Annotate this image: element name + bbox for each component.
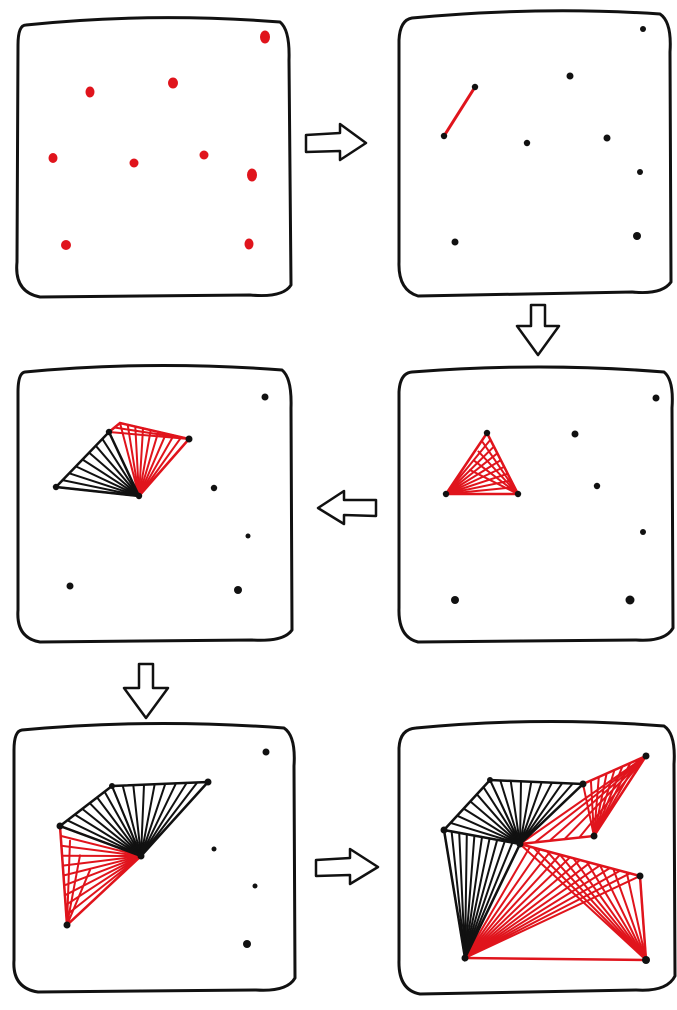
point: [643, 753, 650, 760]
panel-frame-5: [14, 723, 295, 992]
point: [61, 240, 71, 250]
point: [637, 169, 643, 175]
panel-6: [441, 753, 651, 965]
panel-2: [441, 26, 646, 246]
panel-4: [443, 395, 660, 605]
point: [109, 783, 115, 789]
point: [67, 583, 74, 590]
point: [168, 78, 178, 89]
point: [653, 395, 660, 402]
edge: [444, 87, 475, 136]
panel-1-points: [49, 31, 271, 251]
point: [253, 884, 258, 889]
point: [580, 781, 587, 788]
point: [591, 833, 598, 840]
point: [637, 873, 644, 880]
point: [205, 779, 212, 786]
point: [626, 596, 635, 605]
point: [243, 940, 251, 948]
hatch-stroke: [89, 453, 139, 496]
point: [246, 534, 251, 539]
panel-frame-2: [399, 11, 671, 296]
point: [260, 31, 270, 44]
point: [57, 823, 64, 830]
point: [517, 841, 524, 848]
point: [247, 169, 257, 182]
point: [451, 596, 459, 604]
point: [572, 431, 579, 438]
point: [245, 239, 254, 250]
point: [633, 232, 641, 240]
point: [642, 956, 650, 964]
point: [200, 151, 209, 160]
point: [86, 87, 95, 98]
point: [64, 922, 71, 929]
point: [604, 135, 611, 142]
hatch-stroke: [141, 783, 176, 856]
point: [49, 153, 58, 163]
point: [53, 484, 59, 490]
point: [452, 239, 459, 246]
hatch-stroke: [465, 876, 640, 958]
point: [441, 133, 447, 139]
panel-frame-3: [18, 365, 292, 642]
arrow-left-icon: [318, 491, 376, 524]
point: [106, 429, 112, 435]
point: [138, 853, 145, 860]
hatch-stroke: [520, 756, 646, 844]
point: [487, 777, 493, 783]
hatch-stroke: [564, 756, 646, 839]
point: [472, 84, 478, 90]
arrow-down-icon: [517, 305, 559, 355]
triangle-fan-black: [60, 782, 208, 856]
point: [130, 159, 139, 168]
point: [524, 140, 530, 146]
point: [462, 955, 469, 962]
point: [212, 847, 217, 852]
arrow-right-icon: [306, 124, 366, 160]
panel-3: [53, 394, 269, 595]
point: [186, 436, 193, 443]
panel-5: [57, 749, 270, 949]
point: [211, 485, 217, 491]
arrow-right-icon: [316, 849, 378, 884]
point: [567, 73, 574, 80]
point: [640, 26, 646, 32]
point: [263, 749, 270, 756]
panel-frame-1: [17, 18, 291, 297]
point: [594, 483, 600, 489]
point: [640, 529, 646, 535]
arrows: [124, 124, 559, 884]
arrow-down-icon: [124, 664, 168, 718]
point: [262, 394, 269, 401]
triangle-fan-black: [56, 432, 139, 496]
point: [484, 430, 490, 436]
point: [515, 491, 521, 497]
point: [234, 586, 242, 594]
point: [443, 491, 449, 497]
point: [441, 827, 448, 834]
hatch-stroke: [67, 870, 90, 925]
point: [136, 493, 142, 499]
